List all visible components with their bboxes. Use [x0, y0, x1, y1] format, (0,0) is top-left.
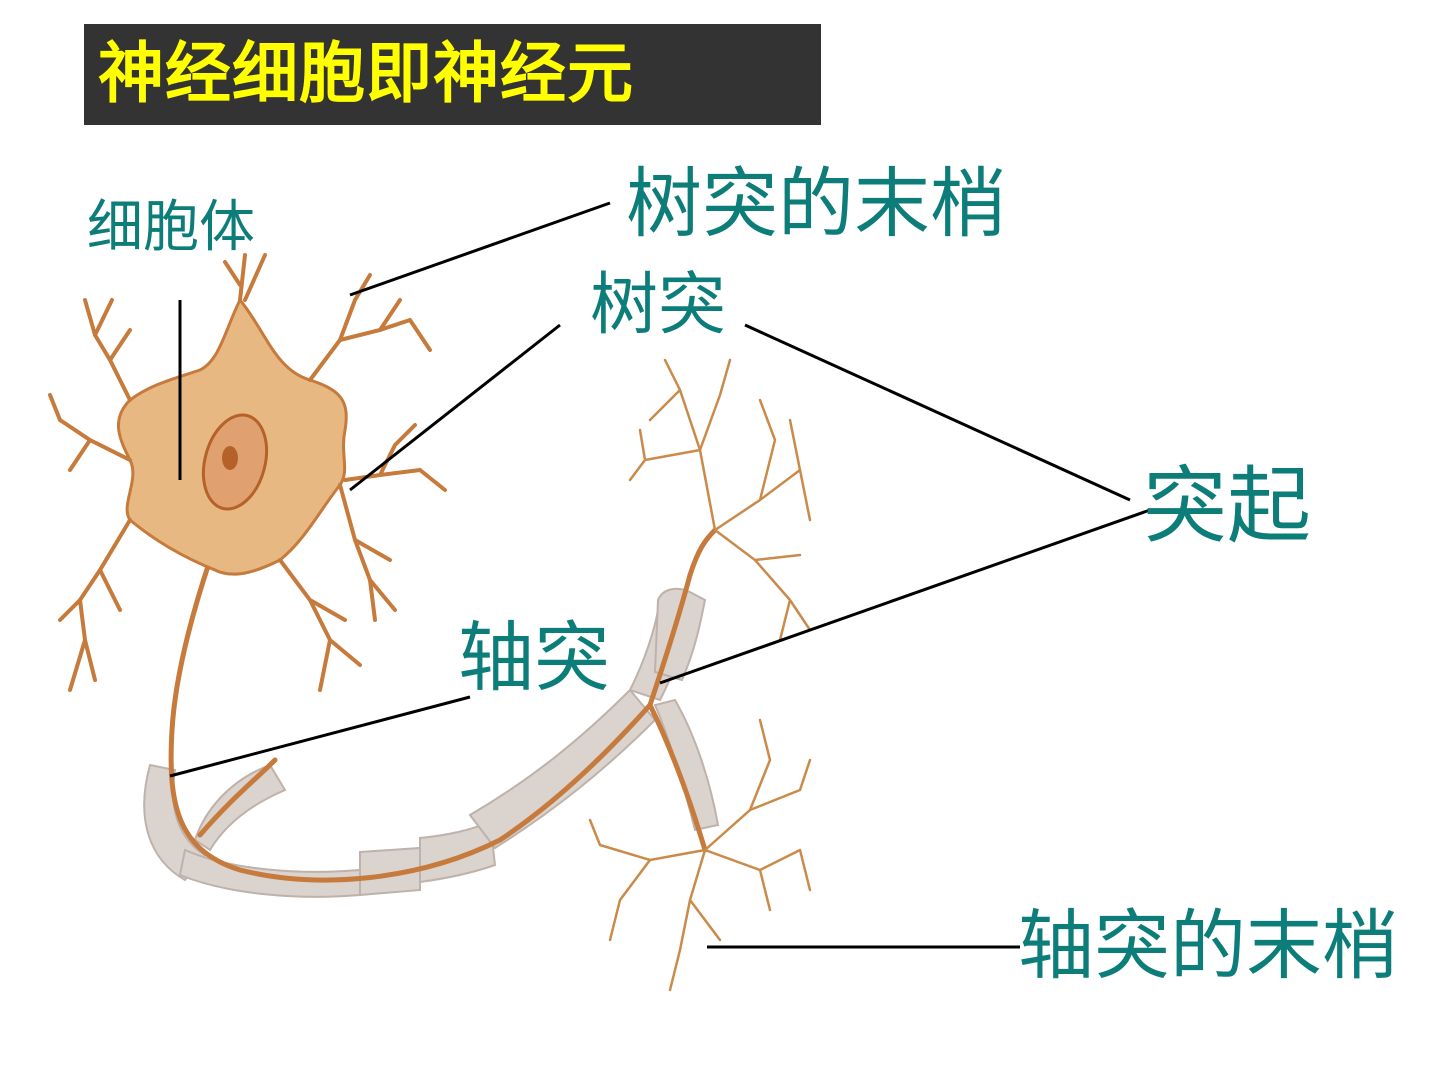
dendrites [48, 253, 447, 692]
label-axon: 轴突 [458, 613, 610, 702]
upper-terminal [628, 358, 812, 642]
myelin-sheath [143, 587, 720, 898]
leader-process-upper [744, 323, 1131, 502]
leader-process-lower [659, 508, 1151, 685]
label-axon-ending: 轴突的末梢 [1018, 901, 1398, 990]
lower-terminal [588, 718, 812, 992]
label-cell-body: 细胞体 [87, 195, 255, 260]
leader-axon [169, 695, 471, 778]
title-bar: 神经细胞即神经元 [84, 24, 821, 125]
cell-body [116, 297, 348, 576]
label-process: 突起 [1143, 457, 1312, 555]
axon-core [168, 527, 718, 883]
leader-dendrite [349, 323, 561, 492]
leader-dendrite-ending [349, 201, 611, 297]
label-dendrite: 树突 [590, 266, 727, 345]
label-dendrite-ending: 树突的末梢 [626, 159, 1006, 248]
leader-lines [169, 201, 1151, 949]
slide-title: 神经细胞即神经元 [98, 35, 634, 112]
